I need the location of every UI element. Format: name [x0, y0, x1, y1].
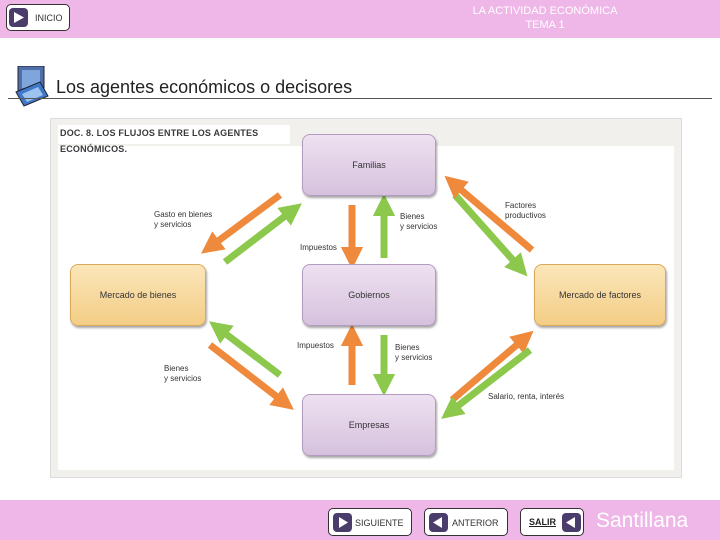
arrow-goods-to-families: [222, 203, 302, 265]
home-button[interactable]: INICIO: [6, 4, 70, 31]
label-taxes-top: Impuestos: [300, 243, 337, 252]
label-salary: Salario, renta, interés: [488, 392, 565, 401]
document-caption: DOC. 8. LOS FLUJOS ENTRE LOS AGENTES ECO…: [58, 125, 290, 154]
header-title-line2: TEMA 1: [525, 19, 565, 31]
header-title-line1: LA ACTIVIDAD ECONÓMICA: [472, 5, 618, 17]
back-icon: [429, 513, 448, 532]
section-title: Los agentes económicos o decisores: [56, 77, 353, 97]
label-spending: Gasto en bienes y servicios: [154, 210, 213, 229]
previous-button[interactable]: ANTERIOR: [424, 508, 508, 536]
arrow-spending: [201, 192, 283, 254]
label-goods-bottom: Bienes y servicios: [395, 343, 433, 362]
exit-button[interactable]: SALIR: [520, 508, 584, 536]
next-button[interactable]: SIGUIENTE: [328, 508, 412, 536]
label-goods-top: Bienes y servicios: [400, 212, 438, 231]
label-taxes-bottom: Impuestos: [297, 341, 334, 350]
arrow-payment-to-companies: [207, 342, 294, 410]
exit-button-label: SALIR: [529, 517, 556, 527]
label-goods-left: Bienes y servicios: [164, 364, 202, 383]
arrow-salary: [449, 330, 534, 403]
play-icon: [9, 8, 28, 27]
arrow-factors-to-companies: [441, 347, 533, 419]
page-header-title: LA ACTIVIDAD ECONÓMICA TEMA 1: [440, 4, 650, 32]
previous-button-label: ANTERIOR: [452, 518, 499, 528]
node-factor-market: Mercado de factores: [534, 264, 666, 326]
label-factors: Factores productivos: [505, 201, 546, 220]
node-companies: Empresas: [302, 394, 436, 456]
play-icon: [333, 513, 352, 532]
section-divider: [8, 98, 712, 99]
node-government: Gobiernos: [302, 264, 436, 326]
node-goods-market: Mercado de bienes: [70, 264, 206, 326]
back-icon: [562, 513, 581, 532]
brand-logo: Santillana: [596, 509, 689, 532]
section-book-icon: [12, 65, 52, 108]
node-families: Familias: [302, 134, 436, 196]
next-button-label: SIGUIENTE: [355, 518, 404, 528]
arrow-income-to-families: [444, 175, 535, 253]
home-button-label: INICIO: [35, 13, 63, 23]
arrow-factors: [452, 192, 528, 277]
top-bar: [0, 0, 720, 38]
arrow-goods-to-market: [209, 321, 283, 378]
